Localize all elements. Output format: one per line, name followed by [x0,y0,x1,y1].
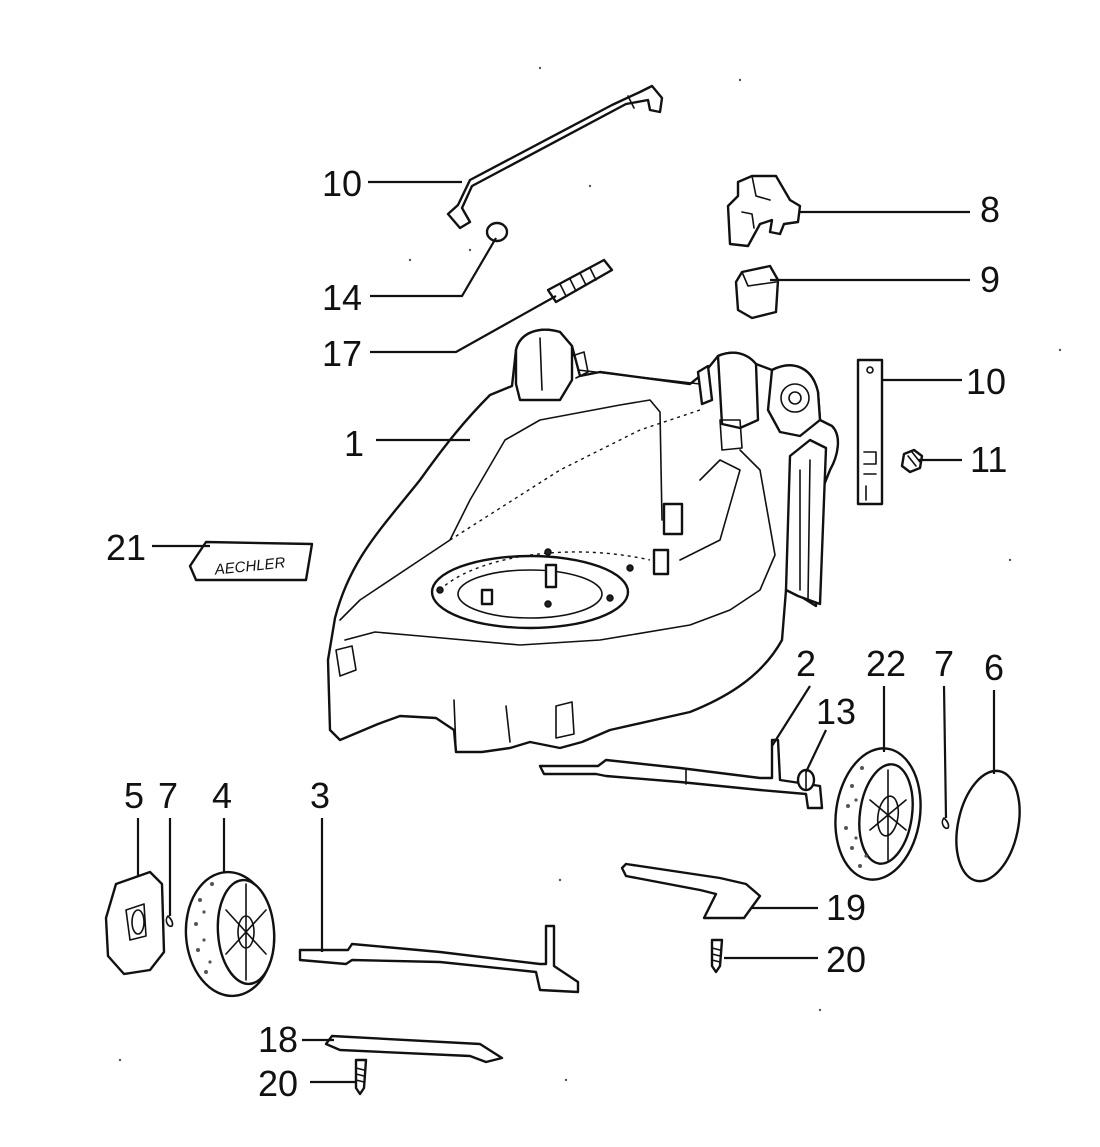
label-7-left: 7 [158,775,178,816]
part-7-clip-right [941,817,950,830]
part-2-rear-axle [538,738,824,810]
label-10: 10 [966,361,1006,402]
label-17: 17 [322,333,362,374]
label-19: 19 [826,887,866,928]
label-13: 13 [816,691,856,732]
part-10-adjust-plate [856,358,884,506]
leader-13 [805,729,827,773]
part-1-deck-housing [326,328,840,754]
part-5-hubcap [104,870,166,976]
part-17-spring [546,258,614,304]
label-3: 3 [310,775,330,816]
part-labels: 10 14 17 1 8 9 10 11 21 2 22 7 6 13 5 7 … [106,163,1007,1104]
leader-14 [370,237,497,298]
label-7-right: 7 [934,643,954,684]
part-18-blade [324,1034,504,1064]
part-22-rear-wheel [834,747,922,881]
part-19-bracket [620,862,762,920]
part-8-switch-housing [726,174,802,248]
leader-2 [771,685,811,747]
part-12-handle-bracket [446,84,664,230]
leader-lines [136,180,996,1084]
leader-17 [370,295,557,354]
part-20-screw-upper [710,938,724,974]
label-6: 6 [984,647,1004,688]
label-18: 18 [258,1019,298,1060]
label-11: 11 [970,439,1007,480]
part-6-hubcap [955,769,1021,883]
label-1: 1 [344,423,364,464]
part-13-bushing [796,768,816,792]
part-21-label-badge: AECHLER [188,540,314,582]
label-9: 9 [980,259,1000,300]
label-8: 8 [980,189,1000,230]
part-3-front-axle [298,924,580,994]
leader-7r [942,685,948,819]
scan-specks [118,66,1062,1082]
label-4: 4 [212,775,232,816]
label-2: 2 [796,643,816,684]
part-9-switch-block [734,264,780,320]
label-12: 10 [322,163,362,204]
label-14: 14 [322,277,362,318]
part-4-front-wheel [184,870,276,998]
part-20-screw-lower [354,1058,368,1096]
label-22: 22 [866,643,906,684]
label-5: 5 [124,775,144,816]
label-20-upper: 20 [826,939,866,980]
label-21: 21 [106,527,146,568]
part-7-clip-left [165,915,174,928]
part-11-nut [900,448,924,474]
label-20-lower: 20 [258,1063,298,1104]
part-14-cap [485,221,509,243]
